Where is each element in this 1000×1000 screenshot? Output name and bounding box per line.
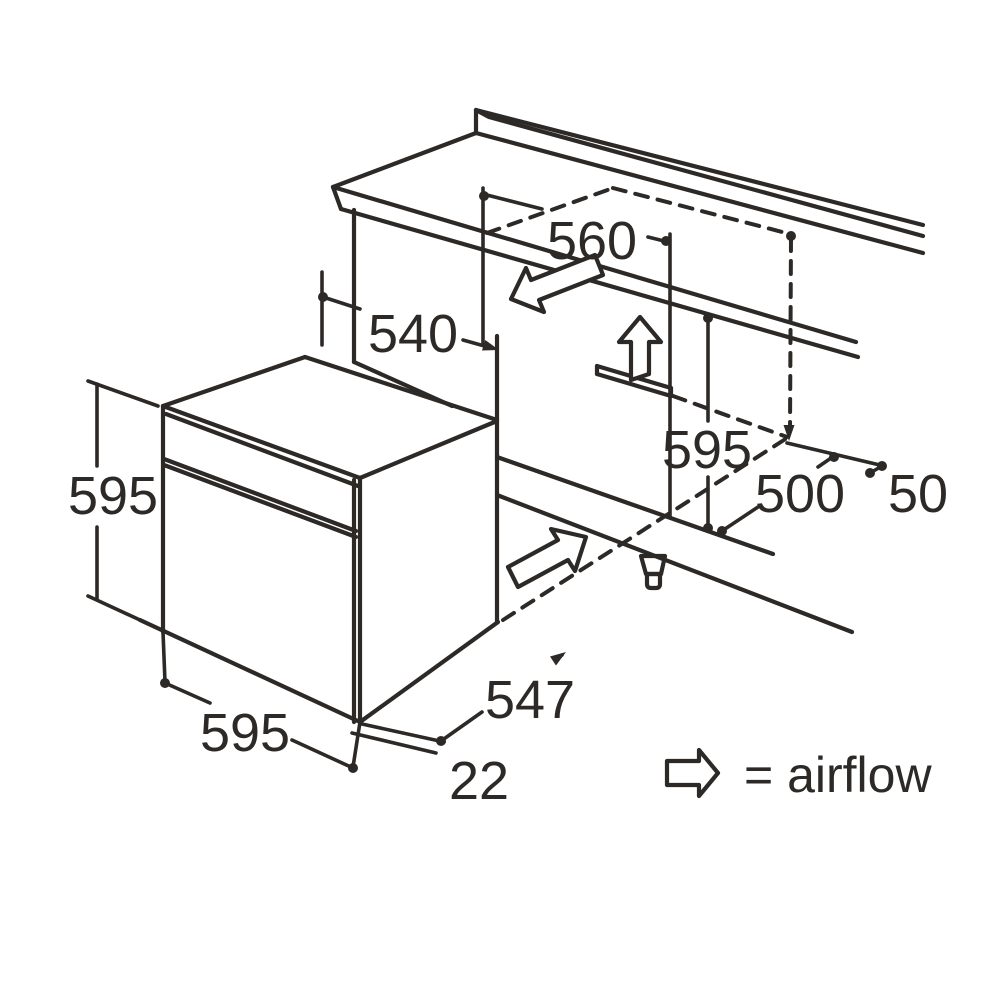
niche-hidden-edges — [485, 186, 796, 622]
dimension-oven-depth: 547 22 — [350, 652, 575, 811]
airflow-out-arrow-icon — [508, 252, 606, 315]
oven-top-left-edge — [160, 354, 308, 409]
airflow-in-arrow-icon — [505, 526, 589, 590]
dimension-niche-inner-width: 540 — [318, 270, 499, 364]
oven-side-bottom-edge — [357, 619, 501, 725]
airflow-up-arrow-icon — [616, 314, 664, 383]
dim-label-595-height: 595 — [68, 466, 158, 526]
oven-door-bottom-edge — [137, 617, 363, 725]
adjustable-foot — [638, 553, 668, 591]
dim-label-595-width: 595 — [200, 703, 290, 763]
oven-bezel-line — [163, 411, 361, 489]
dimension-oven-width: 595 — [160, 630, 362, 773]
airflow-arrows — [505, 252, 664, 590]
dim-label-547: 547 — [485, 670, 575, 730]
oven-top-back-edge — [302, 354, 500, 423]
dim-label-50: 50 — [888, 464, 948, 524]
airflow-legend-label: = airflow — [744, 747, 932, 803]
dimension-niche-height: 595 — [662, 313, 752, 533]
hidden-corner-arrowhead — [783, 425, 795, 441]
dim-label-540: 540 — [368, 304, 458, 364]
oven-side-top-edge — [357, 418, 500, 481]
dim-label-22: 22 — [449, 751, 509, 811]
dimension-floor-depth: 500 50 — [717, 441, 948, 536]
airflow-legend-arrow-icon — [664, 747, 721, 799]
control-panel-line-2 — [161, 462, 359, 540]
backsplash — [473, 107, 926, 256]
dim-label-560: 560 — [547, 211, 637, 271]
dimension-niche-width-top: 560 — [479, 186, 672, 519]
control-panel-line-1 — [161, 456, 359, 534]
oven — [137, 333, 501, 725]
airflow-legend: = airflow — [664, 747, 932, 803]
dim-label-500: 500 — [755, 464, 845, 524]
dim-label-595-niche: 595 — [662, 420, 752, 480]
oven-front-top-edge — [160, 403, 363, 481]
dimension-oven-height: 595 — [68, 379, 160, 622]
